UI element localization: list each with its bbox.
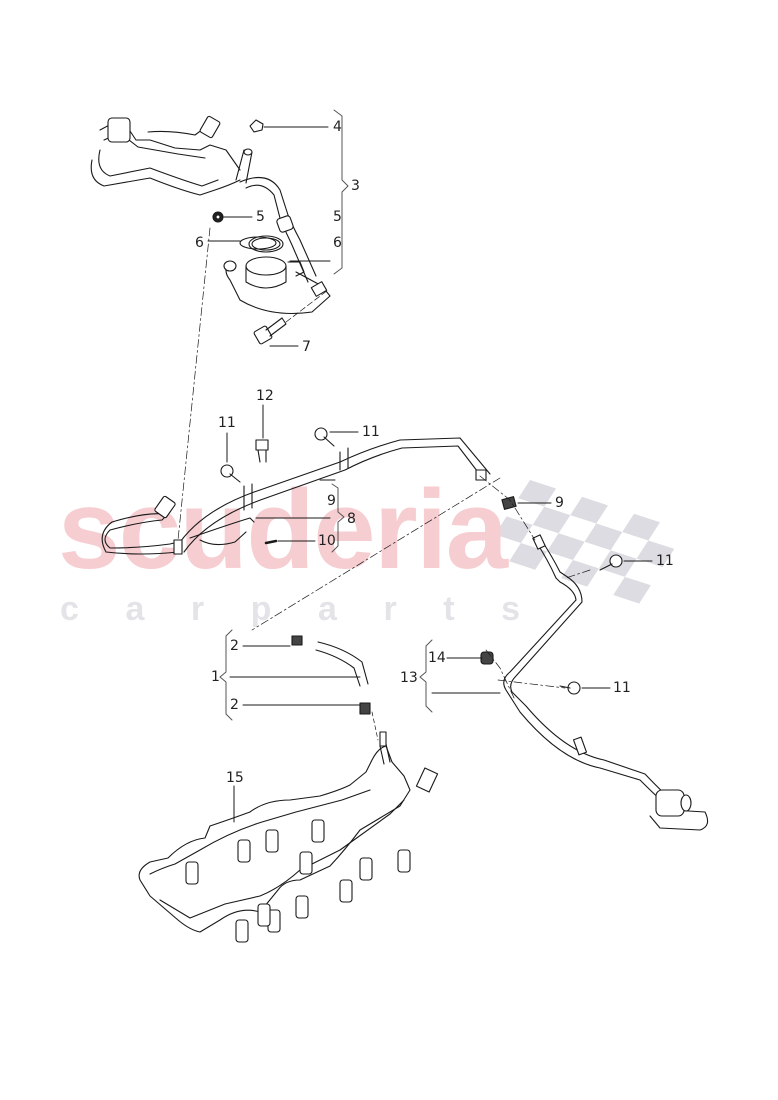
callout-9-b: 9 xyxy=(555,495,564,511)
callout-4: 4 xyxy=(333,119,342,135)
assembly-lines xyxy=(177,227,591,701)
callout-11-c: 11 xyxy=(656,553,674,569)
part-14-nut xyxy=(480,651,494,665)
callout-5: 5 xyxy=(256,209,265,225)
part-11-screw-c xyxy=(599,554,623,571)
callout-11-d: 11 xyxy=(613,680,631,696)
part-7-bolt xyxy=(253,317,287,345)
callout-10: 10 xyxy=(318,533,336,549)
callout-12: 12 xyxy=(256,388,274,404)
callout-3: 3 xyxy=(351,178,360,194)
callout-15: 15 xyxy=(226,770,244,786)
watermark-subtitle: c a r p a r t s xyxy=(60,590,520,628)
part-11-screw-b xyxy=(314,427,335,447)
callout-5-group: 5 xyxy=(333,209,342,225)
hose-1 xyxy=(291,635,379,741)
callout-14: 14 xyxy=(428,650,446,666)
filter-housing-assembly xyxy=(90,115,331,345)
part-6-oring xyxy=(239,236,277,250)
callout-11-a: 11 xyxy=(218,415,236,431)
bracket-13 xyxy=(419,639,433,713)
callout-6: 6 xyxy=(195,235,204,251)
callout-11-b: 11 xyxy=(362,424,380,440)
part-11-screw-a xyxy=(220,464,241,483)
part-10-clip xyxy=(264,539,278,545)
callout-6-group: 6 xyxy=(333,235,342,251)
fuel-rail-15 xyxy=(138,731,439,943)
watermark-brand: scuderia xyxy=(58,467,509,592)
bracket-1 xyxy=(219,629,233,721)
callout-7: 7 xyxy=(302,339,311,355)
callout-2-b: 2 xyxy=(230,697,239,713)
part-12-bolt xyxy=(255,439,269,463)
callout-9-a: 9 xyxy=(327,493,336,509)
part-11-screw-d xyxy=(559,681,581,695)
callout-2-a: 2 xyxy=(230,638,239,654)
bracket-8 xyxy=(331,483,345,553)
leader-lines xyxy=(207,126,653,823)
fuel-line-assembly xyxy=(101,437,491,555)
fuel-line-13 xyxy=(503,534,709,831)
callout-1: 1 xyxy=(211,669,220,685)
callout-8: 8 xyxy=(347,511,356,527)
callout-13: 13 xyxy=(400,670,418,686)
bracket-3 xyxy=(333,109,349,275)
watermark: scuderia c a r p a r t s xyxy=(58,467,675,628)
group-brackets xyxy=(219,109,433,721)
part-4-clip xyxy=(249,119,264,133)
